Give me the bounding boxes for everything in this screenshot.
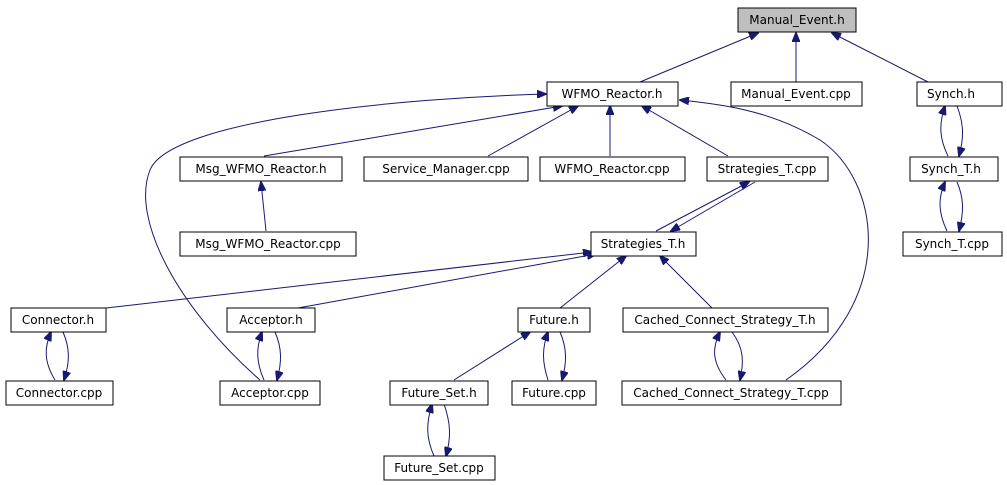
edge-connector-h-to-strategies-t-h	[105, 252, 592, 309]
node-label: Synch_T.cpp	[915, 237, 989, 251]
node-cached-connect-strategy-t-cpp[interactable]: Cached_Connect_Strategy_T.cpp	[621, 380, 842, 406]
edge-acceptor-cpp-to-acceptor-h	[258, 332, 265, 381]
edge-cached-connect-strategy-t-h-to-strategies-t-h	[660, 256, 713, 309]
node-label: Connector.cpp	[16, 386, 102, 400]
node-future-set-h[interactable]: Future_Set.h	[389, 380, 489, 406]
node-future-h[interactable]: Future.h	[517, 307, 591, 333]
edge-synch-t-h-to-synch-h	[941, 106, 949, 157]
node-strategies-t-h[interactable]: Strategies_T.h	[590, 231, 697, 257]
node-label: Acceptor.cpp	[231, 386, 309, 400]
edge-strategies-t-h-to-strategies-t-cpp	[655, 182, 749, 232]
edge-synch-t-cpp-to-synch-t-h	[940, 182, 948, 232]
node-label: Cached_Connect_Strategy_T.cpp	[633, 386, 829, 400]
node-label: Service_Manager.cpp	[382, 162, 510, 176]
node-acceptor-cpp[interactable]: Acceptor.cpp	[219, 380, 321, 406]
edge-acceptor-cpp-to-wfmo-reactor-h	[145, 94, 546, 381]
node-label: Manual_Event.h	[749, 13, 844, 27]
node-label: Manual_Event.cpp	[741, 87, 851, 101]
node-future-cpp[interactable]: Future.cpp	[511, 380, 597, 406]
node-label: Connector.h	[22, 313, 94, 327]
node-connector-cpp[interactable]: Connector.cpp	[5, 380, 114, 406]
node-connector-h[interactable]: Connector.h	[10, 307, 107, 333]
node-service-manager-cpp[interactable]: Service_Manager.cpp	[363, 156, 529, 182]
node-label: Strategies_T.h	[601, 237, 686, 251]
node-msg-wfmo-reactor-h[interactable]: Msg_WFMO_Reactor.h	[179, 156, 343, 182]
node-label: Strategies_T.cpp	[718, 162, 817, 176]
edge-acceptor-h-to-acceptor-cpp	[274, 331, 281, 380]
edge-future-h-to-strategies-t-h	[559, 256, 626, 309]
edge-strategies-t-cpp-to-strategies-t-h	[671, 181, 756, 231]
edge-connector-cpp-to-connector-h	[46, 332, 56, 381]
node-wfmo-reactor-cpp[interactable]: WFMO_Reactor.cpp	[539, 156, 686, 182]
node-future-set-cpp[interactable]: Future_Set.cpp	[383, 455, 496, 481]
node-layer: Manual_Event.h WFMO_Reactor.h Manual_Eve…	[5, 7, 1003, 481]
node-cached-connect-strategy-t-h[interactable]: Cached_Connect_Strategy_T.h	[622, 307, 829, 333]
node-label: WFMO_Reactor.cpp	[554, 162, 669, 176]
edge-layer	[46, 33, 962, 456]
edge-msg-wfmo-reactor-h-to-wfmo-reactor-h	[263, 106, 562, 157]
edge-synch-h-to-synch-t-h	[956, 105, 963, 156]
node-manual-event-h[interactable]: Manual_Event.h	[737, 7, 857, 33]
edge-msg-wfmo-reactor-cpp-to-msg-wfmo-reactor-h	[261, 182, 267, 232]
node-label: Cached_Connect_Strategy_T.h	[634, 313, 815, 327]
node-synch-t-cpp[interactable]: Synch_T.cpp	[902, 231, 1003, 257]
node-msg-wfmo-reactor-cpp[interactable]: Msg_WFMO_Reactor.cpp	[179, 231, 357, 257]
node-label: Msg_WFMO_Reactor.h	[195, 162, 326, 176]
node-label: Future_Set.cpp	[394, 461, 484, 475]
edge-future-h-to-future-cpp	[559, 331, 566, 380]
node-label: Acceptor.h	[239, 313, 303, 327]
node-label: Synch.h	[927, 87, 975, 101]
edge-future-cpp-to-future-h	[544, 332, 549, 381]
edge-cached-connect-strategy-t-h-to-cpp	[731, 331, 742, 380]
node-manual-event-cpp[interactable]: Manual_Event.cpp	[730, 81, 863, 107]
edge-future-set-h-to-future-h	[453, 332, 530, 381]
node-label: WFMO_Reactor.h	[562, 87, 663, 101]
edge-synch-t-h-to-synch-t-cpp	[956, 181, 963, 231]
node-label: Msg_WFMO_Reactor.cpp	[195, 237, 340, 251]
node-label: Future.cpp	[522, 386, 586, 400]
edge-future-set-h-to-future-set-cpp	[443, 403, 450, 456]
node-synch-h[interactable]: Synch.h	[916, 81, 1003, 107]
edge-future-set-cpp-to-future-set-h	[428, 404, 435, 457]
edge-connector-h-to-connector-cpp	[63, 331, 68, 380]
edge-cached-connect-strategy-t-cpp-to-h	[715, 332, 727, 381]
node-label: Future_Set.h	[401, 386, 476, 400]
node-synch-t-h[interactable]: Synch_T.h	[909, 156, 999, 182]
edge-cached-connect-strategy-t-cpp-to-wfmo-reactor-h	[680, 100, 869, 381]
edge-acceptor-h-to-strategies-t-h	[297, 254, 596, 309]
node-acceptor-h[interactable]: Acceptor.h	[226, 307, 316, 333]
edge-strategies-t-cpp-to-wfmo-reactor-h	[642, 106, 729, 157]
edge-synch-h-to-manual-event-h	[832, 33, 929, 83]
node-wfmo-reactor-h[interactable]: WFMO_Reactor.h	[546, 81, 679, 107]
edge-service-manager-cpp-to-wfmo-reactor-h	[487, 106, 578, 157]
node-label: Synch_T.h	[921, 162, 981, 176]
node-label: Future.h	[529, 313, 579, 327]
node-strategies-t-cpp[interactable]: Strategies_T.cpp	[706, 156, 829, 182]
edge-wfmo-reactor-h-to-manual-event-h	[639, 33, 758, 83]
